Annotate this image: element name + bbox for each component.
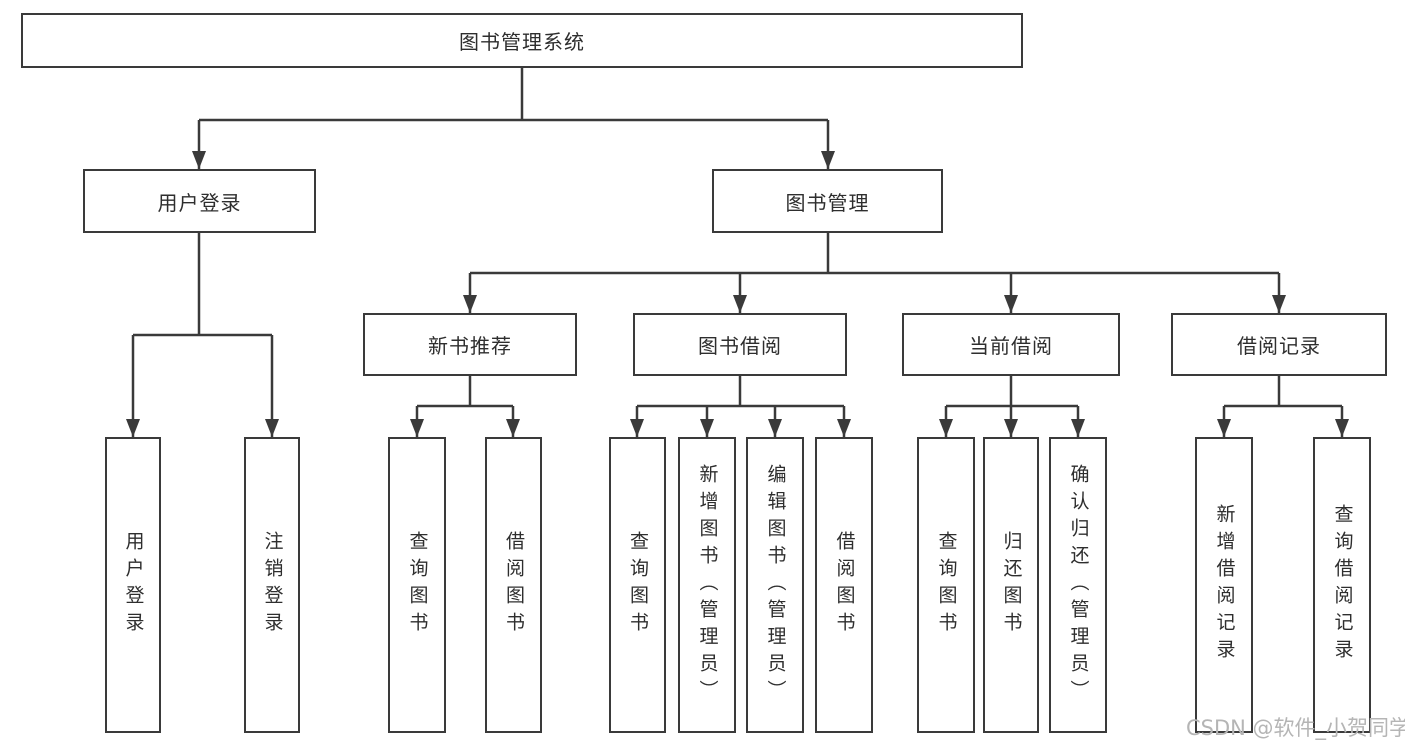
node-book-management-label: 图书管理 [785, 190, 870, 215]
node-user-login: 用户登录 [83, 169, 316, 233]
leaf-logout: 注销登录 [244, 437, 300, 733]
node-book-borrow-label: 图书借阅 [698, 334, 782, 358]
watermark: CSDN @软件_小贺同学 [1186, 716, 1405, 740]
leaf-borrow-books-2: 借阅图书 [815, 437, 873, 733]
node-book-management: 图书管理 [712, 169, 943, 233]
leaf-query-borrow-record-label: 查询借阅记录 [1331, 504, 1354, 666]
node-root-label: 图书管理系统 [459, 30, 585, 54]
leaf-edit-book-admin-label: 编辑图书（管理员） [764, 463, 787, 707]
leaf-query-books-1: 查询图书 [388, 437, 446, 733]
leaf-user-login: 用户登录 [105, 437, 161, 733]
leaf-edit-book-admin: 编辑图书（管理员） [746, 437, 804, 733]
leaf-query-books-2: 查询图书 [609, 437, 666, 733]
node-borrow-records: 借阅记录 [1171, 313, 1387, 376]
leaf-logout-label: 注销登录 [261, 531, 284, 639]
node-book-borrow: 图书借阅 [633, 313, 847, 376]
leaf-return-book-label: 归还图书 [1000, 531, 1023, 639]
leaf-borrow-books-2-label: 借阅图书 [833, 531, 856, 639]
leaf-user-login-label: 用户登录 [122, 531, 145, 639]
node-new-book-recommend-label: 新书推荐 [428, 334, 512, 358]
node-new-book-recommend: 新书推荐 [363, 313, 577, 376]
leaf-add-book-admin-label: 新增图书（管理员） [696, 463, 719, 707]
node-current-borrow: 当前借阅 [902, 313, 1120, 376]
leaf-query-books-2-label: 查询图书 [626, 531, 649, 639]
leaf-add-borrow-record-label: 新增借阅记录 [1213, 504, 1236, 666]
leaf-confirm-return-admin: 确认归还（管理员） [1049, 437, 1107, 733]
leaf-query-borrow-record: 查询借阅记录 [1313, 437, 1371, 733]
leaf-confirm-return-admin-label: 确认归还（管理员） [1067, 463, 1090, 707]
leaf-return-book: 归还图书 [983, 437, 1039, 733]
node-current-borrow-label: 当前借阅 [969, 334, 1053, 358]
leaf-borrow-books-1: 借阅图书 [485, 437, 542, 733]
leaf-query-books-3-label: 查询图书 [935, 531, 958, 639]
leaf-query-books-3: 查询图书 [917, 437, 975, 733]
node-borrow-records-label: 借阅记录 [1237, 334, 1321, 358]
leaf-add-book-admin: 新增图书（管理员） [678, 437, 736, 733]
leaf-borrow-books-1-label: 借阅图书 [502, 531, 525, 639]
leaf-add-borrow-record: 新增借阅记录 [1195, 437, 1253, 733]
node-root: 图书管理系统 [21, 13, 1023, 68]
node-user-login-label: 用户登录 [157, 190, 242, 215]
leaf-query-books-1-label: 查询图书 [406, 531, 429, 639]
